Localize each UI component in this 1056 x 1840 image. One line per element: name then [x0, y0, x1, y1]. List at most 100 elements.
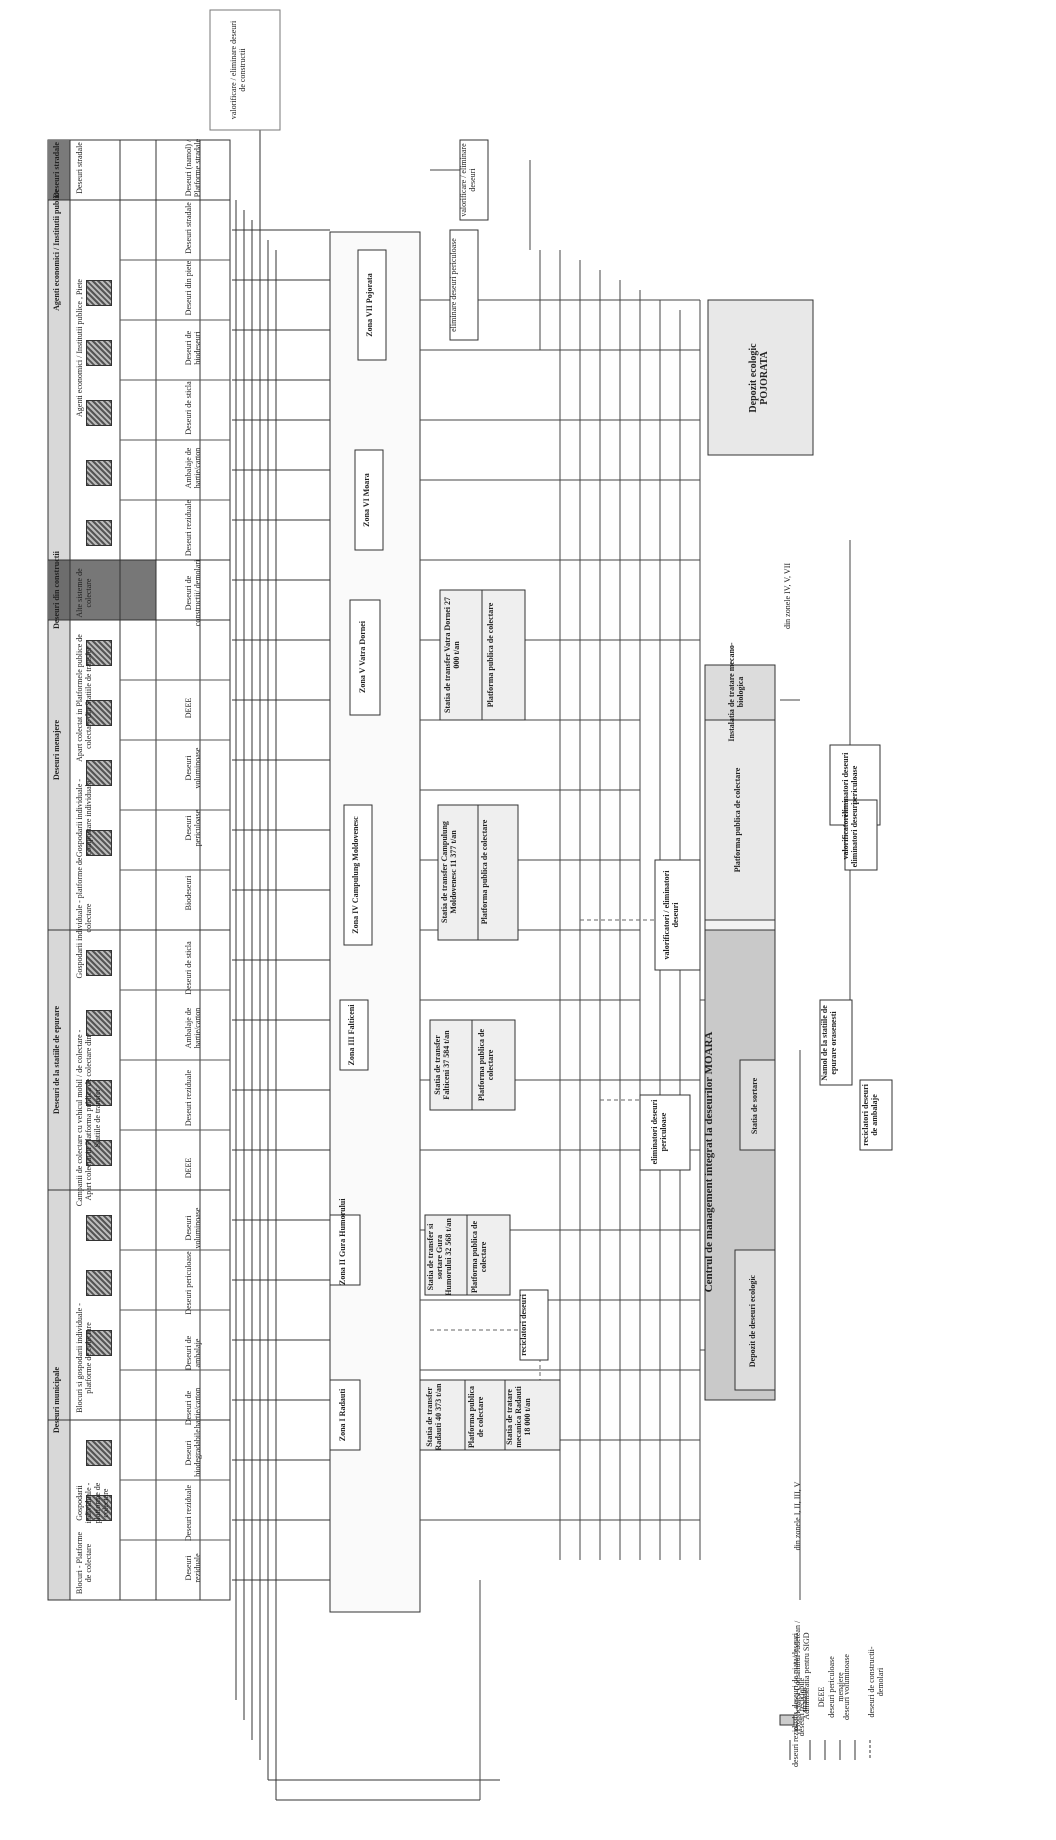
- header-group-label: Deseuri din constructii: [52, 551, 61, 629]
- waste-image: [86, 1440, 112, 1466]
- header-subgroup-label: Apart colectat in Platformele publice de…: [75, 634, 93, 762]
- waste-image: [86, 1010, 112, 1036]
- zone-platform-label: Platforma publica de colectare: [470, 1221, 488, 1293]
- waste-type-label: Deseuri reziduale: [184, 499, 193, 557]
- zone-platform-label: Platforma publica de colectare: [480, 819, 489, 925]
- waste-image: [86, 1495, 112, 1521]
- cmid-tmb-label: Instalatia de tratare mecano-biologica: [727, 642, 745, 742]
- top-box-label: valorificare / eliminare deseuri de cons…: [229, 20, 247, 120]
- waste-image: [86, 460, 112, 486]
- legend-label: deseuri de constructii-demolari: [867, 1646, 885, 1718]
- waste-type-label: Deseuri de sticla: [184, 941, 193, 995]
- waste-type-label: Deseuri din piete: [184, 260, 193, 316]
- zone-title: Zona VI Moara: [362, 473, 371, 527]
- waste-type-label: Deseuri (namol) / Platforme stradale: [184, 138, 202, 198]
- flow-lines-zones: [420, 160, 851, 1800]
- waste-type-label: Biodeseuri: [184, 875, 193, 911]
- waste-type-label: Deseuri periculoase: [184, 1251, 193, 1315]
- waste-image: [86, 830, 112, 856]
- elim-periculoase-label: eliminatori deseuri periculoase: [650, 1099, 668, 1165]
- header-subgroup-label: Campanii de colectare cu vehicul mobil /…: [75, 1029, 102, 1207]
- waste-image: [86, 700, 112, 726]
- zone-title: Zona IV Campulung Moldovenesc: [351, 816, 360, 934]
- waste-image: [86, 760, 112, 786]
- waste-type-label: DEEE: [184, 697, 193, 719]
- waste-type-label: Deseuri reziduale: [184, 1484, 193, 1542]
- waste-image: [86, 280, 112, 306]
- cmid-deposit-label: Depozit de deseuri ecologic: [748, 1274, 757, 1368]
- legend-lines: [779, 1714, 871, 1760]
- pojorata-note: din zonele IV, V, VII: [783, 562, 792, 630]
- legend-label: deseuri voluminoase: [842, 1654, 851, 1720]
- header-subgroup-label: Alte sisteme de colectare: [75, 568, 93, 618]
- pojorata-title: Depozit ecologic POJORATA: [748, 343, 770, 413]
- periculoase-box-top-label: eliminare deseuri periculoase: [449, 238, 458, 332]
- waste-image: [86, 1270, 112, 1296]
- zone-platform-label: Platforma publica de colectare: [486, 602, 495, 708]
- zone-title: Zona V Vatra Dornei: [358, 621, 367, 693]
- cmid-title: Centrul de management integrat la deseur…: [703, 1031, 715, 1293]
- zone-title: Zona II Gura Humorului: [338, 1198, 347, 1285]
- waste-type-label: Deseuri periculoase: [184, 809, 202, 847]
- valor-elim-label: valorificatori / eliminatori deseuri: [662, 870, 680, 960]
- zone-station-label: Statia de transfer Falticeni 37 584 t/an: [433, 1030, 451, 1100]
- waste-type-label: Deseuri voluminoase: [184, 1207, 202, 1249]
- header-subgroup-label: Deseuri stradale: [75, 142, 84, 194]
- waste-image: [86, 1215, 112, 1241]
- waste-type-label: Deseuri voluminoase: [184, 747, 202, 789]
- zones-note: din zonele I, II, III, V: [793, 1481, 802, 1551]
- legend-label: deseuri periculoase menajere: [827, 1656, 845, 1718]
- zone-title: Zona VII Pojorata: [365, 273, 374, 337]
- waste-type-label: Ambalaje de hartie/carton: [184, 1007, 202, 1049]
- header-subgroup-label: Agenti economici / Institutii publice , …: [75, 279, 84, 417]
- zone-platform-label: Platforma publica de colectare: [477, 1029, 495, 1101]
- waste-type-label: Deseuri de ambalaje: [184, 1335, 202, 1371]
- flow-lines-top: [210, 99, 500, 1801]
- zone-title: Zona I Radauti: [338, 1388, 347, 1442]
- reciclatori-ambalaje-label: reciclatori deseuri de ambalaje: [861, 1084, 879, 1146]
- zone-boxes: [209, 9, 561, 1451]
- waste-image: [86, 1140, 112, 1166]
- header-subgroup-label: Gospodarii individuale - platforme de co…: [75, 1482, 111, 1524]
- header-subgroup-label: Blocuri - Platforme de colectare: [75, 1531, 93, 1595]
- header-table: [47, 139, 231, 1601]
- zone-station-label: Statia de transfer si sortare Gura Humor…: [426, 1218, 453, 1296]
- header-subgroup-label: Gospodarii individuale - platforme de co…: [75, 857, 93, 979]
- header-group-label: Deseuri menajere: [52, 719, 61, 781]
- waste-type-label: Deseuri de constructii/ demolari: [184, 559, 202, 627]
- waste-image: [86, 520, 112, 546]
- waste-image: [86, 400, 112, 426]
- zone-station-label: Statia de transfer Radauti 40 373 t/an: [425, 1383, 443, 1451]
- pojorata-box: [707, 299, 814, 456]
- header-subgroup-label: Gospodarii individuale - compostare indi…: [75, 778, 93, 858]
- waste-type-label: DEEE: [184, 1157, 193, 1179]
- waste-image: [86, 1330, 112, 1356]
- zone-platform-label: Platforma publica de colectare: [467, 1386, 485, 1448]
- waste-image: [86, 950, 112, 976]
- side-boxes: [519, 744, 893, 1361]
- waste-type-label: Deseuri de biodeseuri: [184, 330, 202, 366]
- waste-image: [86, 1080, 112, 1106]
- waste-type-label: Deseuri de hartie/carton: [184, 1387, 202, 1429]
- valor-box-top-label: valorificare / eliminare deseuri: [459, 143, 477, 217]
- reciclatori-label: reciclatori deseuri: [519, 1294, 528, 1356]
- waste-type-label: Deseuri reziduale: [184, 1069, 193, 1127]
- waste-type-label: Ambalaje de hartie/carton: [184, 447, 202, 489]
- header-group-label: Deseuri municipale: [52, 1367, 61, 1433]
- waste-image: [86, 340, 112, 366]
- waste-type-label: Deseuri de sticla: [184, 381, 193, 435]
- cmid-platform-label: Platforma publica de colectare: [733, 767, 742, 873]
- cmid-block: [704, 664, 776, 1401]
- header-group-label: Deseuri stradale: [52, 142, 61, 198]
- waste-image: [86, 640, 112, 666]
- zone-station-label: Statia de transfer Campulung Moldovenesc…: [440, 821, 458, 923]
- waste-type-label: Deseuri stradale: [184, 202, 193, 254]
- zone-sorting-label: Statia de tratare mecanica Radauti 18 00…: [505, 1386, 532, 1448]
- header-subgroup-label: Blocuri si gospodarii individuale - plat…: [75, 1303, 93, 1413]
- legend-label: deseuri reciclabile: [797, 1677, 806, 1737]
- cmid-sorting-label: Statia de sortare: [750, 1077, 759, 1135]
- valor-elim-label: valorificatori / eliminatori deseuri: [841, 802, 859, 868]
- zone-station-label: Statia de transfer Vatra Dornei 27 000 t…: [443, 596, 461, 714]
- header-group-label: Deseuri de la statiile de epurare: [52, 1005, 61, 1115]
